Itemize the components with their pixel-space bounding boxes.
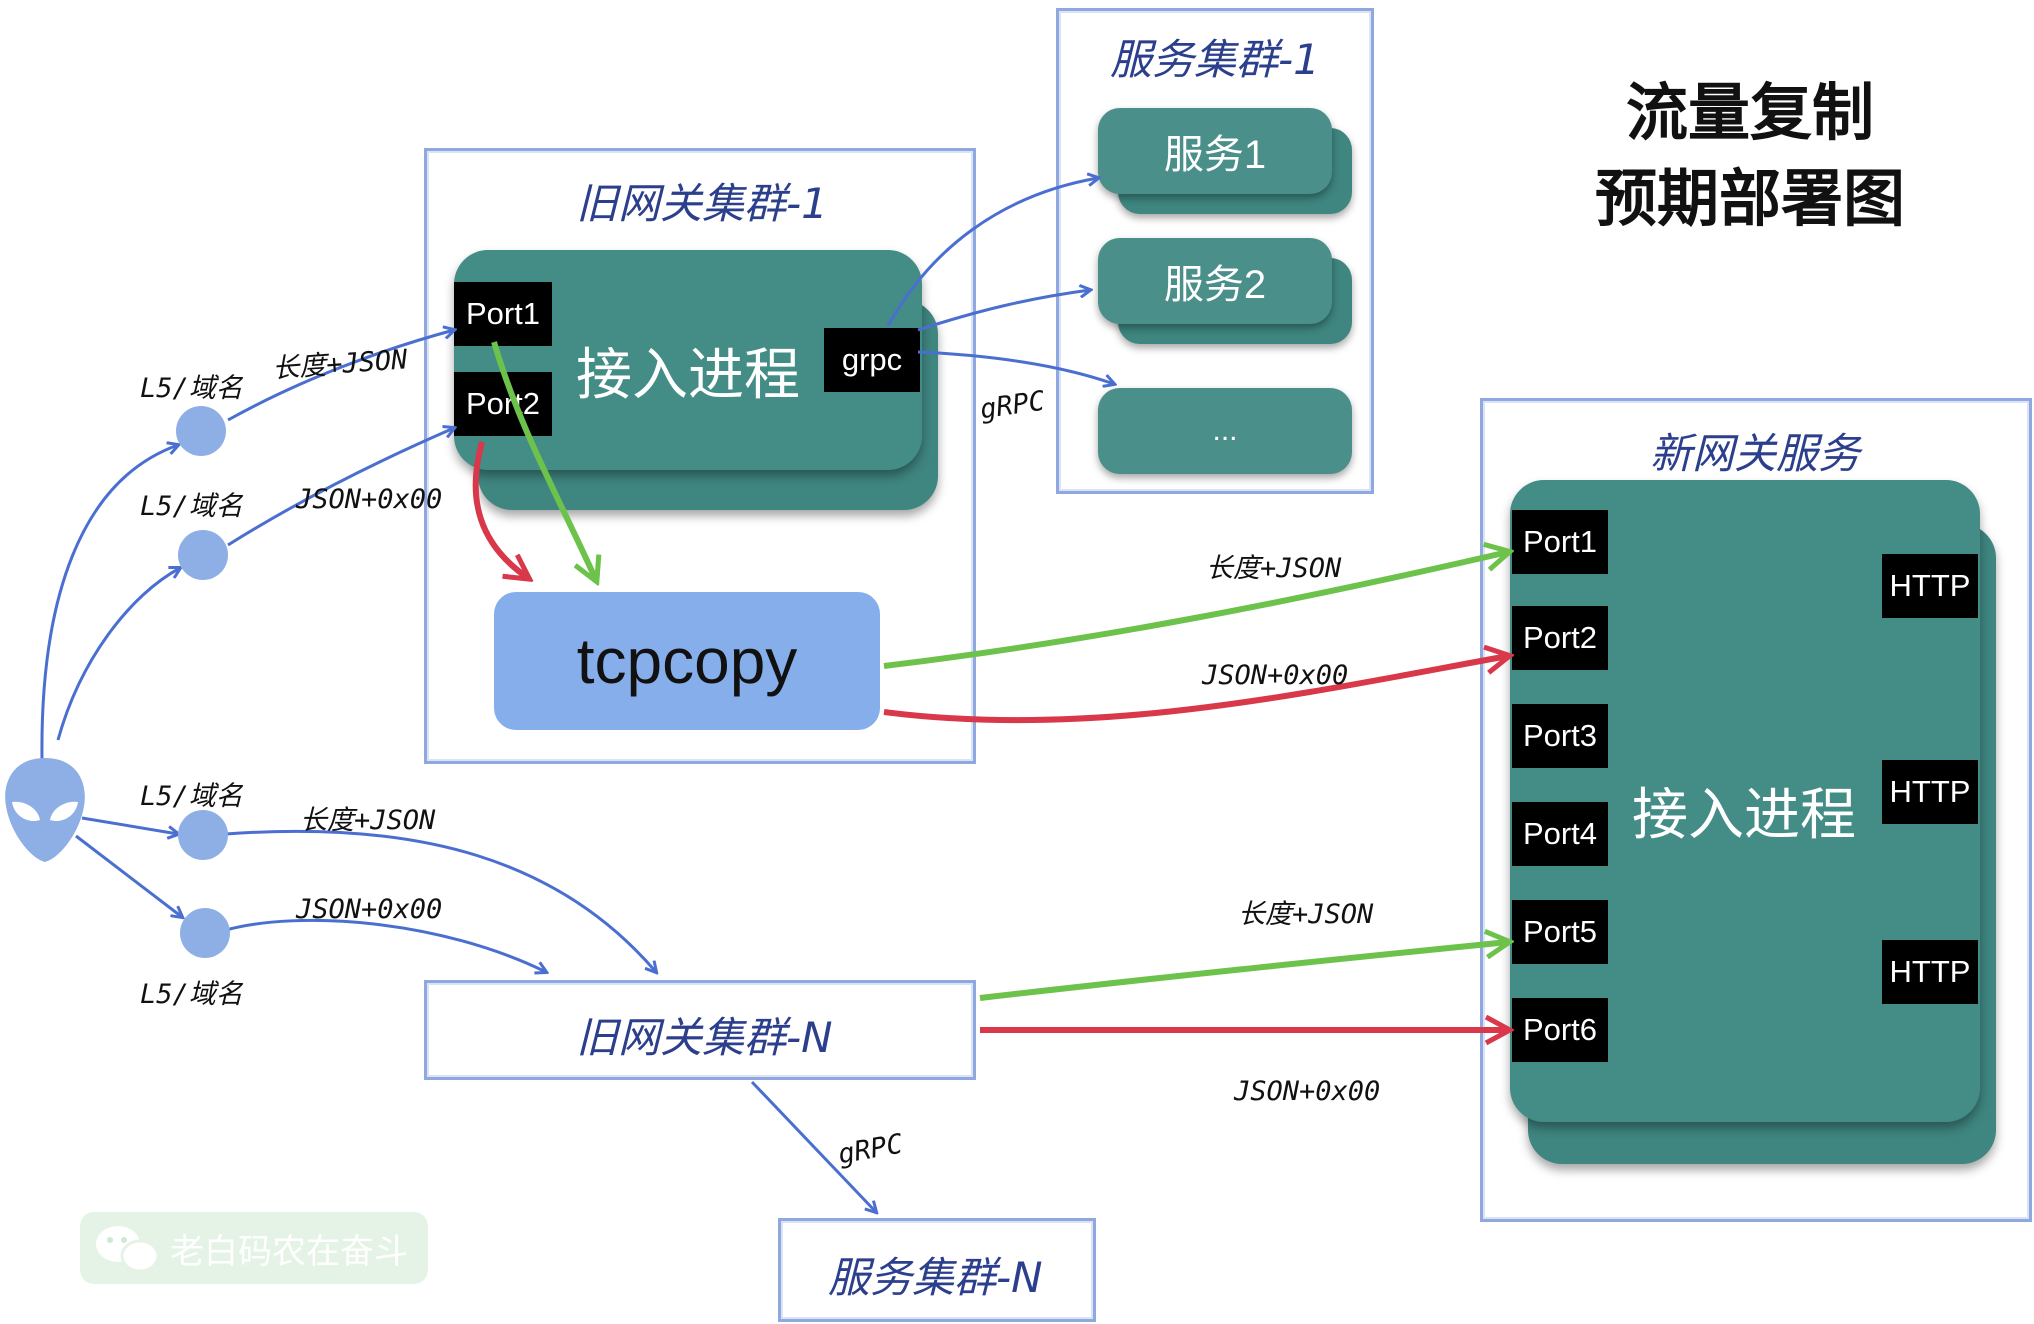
service-more: ... (1098, 388, 1352, 474)
old-gateway-process-label: 接入进程 (576, 343, 800, 408)
service-cluster-1-label: 服务集群-1 (1110, 35, 1320, 84)
old-gateway-cluster-n-label: 旧网关集群-N (576, 1013, 833, 1062)
edge-grpc-to-svc2 (917, 290, 1090, 332)
label-len-json-2: 长度+JSON (1206, 553, 1342, 584)
title-line-2: 预期部署图 (1594, 162, 1905, 235)
edge-tcpcopy-to-new-port1 (883, 552, 1508, 669)
service-2: 服务2 (1098, 238, 1332, 324)
edge-port2-to-tcpcopy (472, 441, 528, 578)
new-gateway-port1: Port1 (1512, 510, 1608, 574)
service-1: 服务1 (1098, 108, 1332, 194)
label-json00-3: JSON+0x00 (296, 894, 443, 925)
alien-client-icon (5, 758, 85, 862)
label-l5-4: L5/域名 (140, 979, 243, 1010)
new-gateway-http-2: HTTP (1882, 760, 1978, 824)
label-json00-4: JSON+0x00 (1234, 1076, 1381, 1107)
edge-grpc-to-svc3 (917, 350, 1114, 384)
edge-grpc-to-svc1 (886, 178, 1098, 327)
new-gateway-port3: Port3 (1512, 704, 1608, 768)
edge-client-to-l5-1 (40, 445, 178, 761)
edge-port1-to-tcpcopy (491, 341, 596, 580)
label-json00-1: JSON+0x00 (296, 484, 443, 515)
new-gateway-port5: Port5 (1512, 900, 1608, 964)
edge-oldN-to-svcN (750, 1080, 876, 1212)
service-cluster-n-label: 服务集群-N (828, 1253, 1043, 1302)
old-gateway-cluster-n (424, 980, 976, 1080)
label-l5-1: L5/域名 (140, 373, 243, 404)
edge-oldN-to-new-port5 (979, 942, 1508, 1001)
edge-client-to-l5-4 (75, 834, 182, 917)
label-l5-3: L5/域名 (140, 781, 243, 812)
edge-client-to-l5-3 (81, 816, 178, 834)
edge-client-to-l5-2 (56, 568, 180, 741)
old-gateway-grpc: grpc (824, 328, 920, 392)
label-json00-2: JSON+0x00 (1202, 660, 1349, 691)
new-gateway-process-label: 接入进程 (1632, 783, 1856, 848)
l5-node-3 (178, 810, 228, 860)
new-gateway-port6: Port6 (1512, 998, 1608, 1062)
label-l5-2: L5/域名 (140, 491, 243, 522)
new-gateway-port4: Port4 (1512, 802, 1608, 866)
edge-l5-to-oldN-a (225, 829, 656, 972)
new-gateway-http-3: HTTP (1882, 940, 1978, 1004)
service-cluster-n (778, 1218, 1096, 1322)
old-gateway-port2: Port2 (454, 372, 552, 436)
old-gateway-port1: Port1 (454, 282, 552, 346)
edge-l5-to-port2 (227, 428, 454, 547)
wechat-icon (96, 1226, 160, 1273)
l5-node-1 (176, 406, 226, 456)
edge-tcpcopy-to-new-port2 (883, 656, 1508, 724)
watermark-text: 老白码农在奋斗 (170, 1231, 408, 1272)
new-gateway-service-label: 新网关服务 (1650, 429, 1861, 478)
watermark: 老白码农在奋斗 (80, 1212, 428, 1284)
diagram-title: 流量复制 预期部署图 (1500, 70, 2000, 242)
old-gateway-cluster-1-label: 旧网关集群-1 (576, 179, 828, 228)
new-gateway-http-1: HTTP (1882, 554, 1978, 618)
label-len-json-4: 长度+JSON (1238, 899, 1374, 930)
edge-l5-to-port1 (227, 330, 454, 422)
label-len-json-3: 长度+JSON (300, 805, 436, 836)
l5-node-2 (178, 530, 228, 580)
title-line-1: 流量复制 (1625, 76, 1874, 149)
l5-node-4 (180, 908, 230, 958)
edge-l5-to-oldN-b (225, 918, 546, 972)
new-gateway-port2: Port2 (1512, 606, 1608, 670)
tcpcopy-box: tcpcopy (494, 592, 880, 730)
